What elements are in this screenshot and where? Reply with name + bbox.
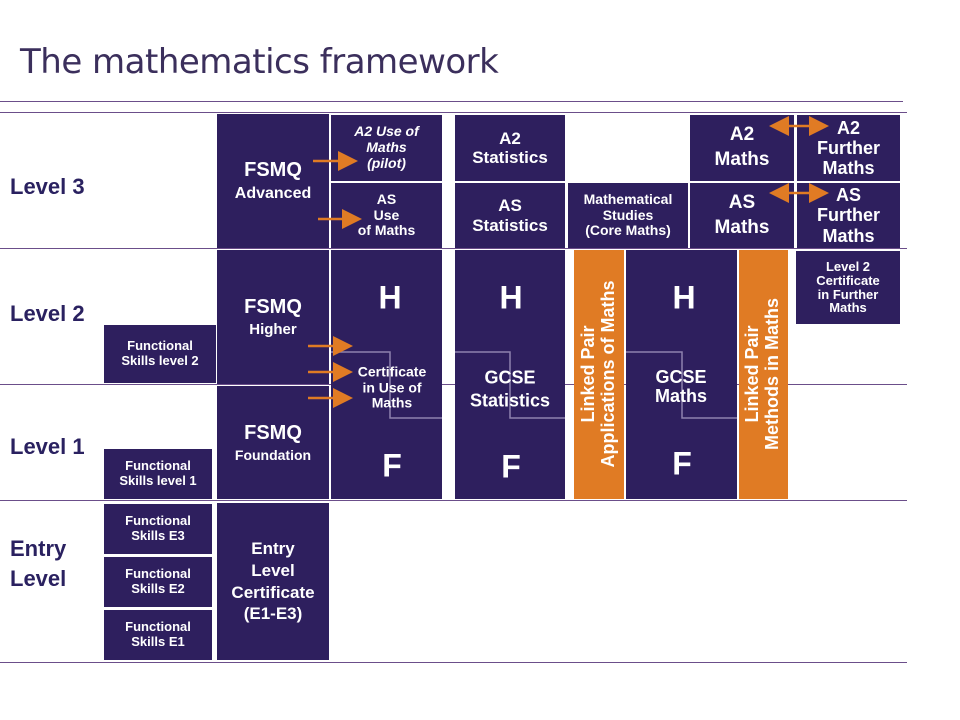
l2-fm-line-1: Level 2 — [825, 259, 871, 275]
entry-cert-line-1: Entry — [251, 539, 295, 558]
l2-fm-line-4: Maths — [829, 300, 867, 316]
linked-pair-methods-in-maths — [739, 250, 788, 499]
functional-skills-level-1: Functional Skills level 1 — [104, 449, 212, 499]
level-3-label: Level 3 — [10, 174, 85, 199]
maths-foundation-letter: F — [672, 445, 692, 482]
progression-arrows — [308, 116, 829, 408]
a2-fm-line-3: Maths — [822, 158, 875, 179]
certificate-use-of-maths-label: Certificate in Use of Maths — [358, 364, 426, 411]
as-uom-line-1: AS — [376, 190, 397, 207]
cert-uom-line-2: in Use of — [362, 379, 422, 396]
functional-l2-line-1: Functional — [127, 338, 193, 354]
core-line-1: Mathematical — [583, 190, 673, 207]
as-stats-line-1: AS — [498, 196, 522, 216]
entry-bottom-rule — [0, 662, 907, 663]
fsmq-advanced-line-1: FSMQ — [244, 158, 302, 181]
fsmq-foundation: FSMQ Foundation — [217, 386, 329, 499]
functional-e3-line-2: Skills E3 — [131, 528, 185, 543]
core-line-3: (Core Maths) — [585, 222, 671, 239]
as-fm-line-1: AS — [835, 185, 861, 206]
as-maths-line-2: Maths — [714, 216, 770, 238]
as-statistics: AS Statistics — [455, 183, 565, 248]
functional-skills-e1: Functional Skills E1 — [104, 610, 212, 660]
a2-fm-line-2: Further — [817, 137, 880, 158]
l2-fm-line-3: in Further — [817, 286, 879, 302]
functional-l2-line-2: Skills level 2 — [121, 353, 199, 368]
gcse-statistics-label: GCSE Statistics — [470, 367, 550, 414]
higher-foundation-step-lines — [331, 351, 737, 419]
gcse-maths-line-2: Maths — [654, 386, 708, 406]
l2-fm-line-2: Certificate — [816, 272, 880, 288]
level-1-label: Level 1 — [10, 434, 85, 459]
as-uom-line-2: Use — [373, 206, 400, 223]
level3-top-rule — [0, 112, 907, 113]
a2-uom-line-2: Maths — [366, 139, 407, 156]
functional-l1-line-2: Skills level 1 — [119, 473, 197, 488]
entry-cert-line-2: Level — [251, 560, 295, 580]
level1-bottom-rule — [0, 500, 907, 501]
functional-e2-line-2: Skills E2 — [131, 581, 185, 596]
linked-pair-applications-of-maths — [574, 250, 624, 499]
mathematical-studies-core-maths: Mathematical Studies (Core Maths) — [568, 183, 688, 248]
entry-cert-line-3: Certificate — [231, 582, 315, 602]
a2-maths-line-2: Maths — [714, 149, 770, 170]
functional-skills-level-2: Functional Skills level 2 — [104, 325, 216, 383]
stats-higher-letter: H — [499, 279, 523, 316]
stats-step-line — [455, 351, 565, 419]
level-2-certificate-further-maths: Level 2 Certificate in Further Maths — [796, 251, 900, 324]
as-uom-line-3: of Maths — [357, 222, 416, 239]
a2-statistics: A2 Statistics — [455, 115, 565, 181]
level-2-label: Level 2 — [10, 301, 85, 326]
gcse-stats-line-1: GCSE — [484, 367, 536, 388]
fsmq-advanced-line-2: Advanced — [234, 185, 312, 203]
fsmq-foundation-line-1: FSMQ — [244, 422, 302, 444]
a2-maths-line-1: A2 — [729, 124, 755, 146]
core-line-2: Studies — [602, 206, 654, 223]
a2-stats-line-2: Statistics — [472, 148, 548, 167]
uom-higher-letter: H — [378, 279, 402, 316]
fsmq-higher: FSMQ Higher — [217, 250, 329, 384]
functional-skills-e2: Functional Skills E2 — [104, 557, 212, 607]
functional-skills-e3: Functional Skills E3 — [104, 504, 212, 554]
functional-e1-line-2: Skills E1 — [131, 634, 185, 649]
fsmq-higher-line-2: Higher — [249, 321, 297, 339]
level2-bottom-rule — [0, 384, 907, 385]
level3-bottom-rule — [0, 248, 907, 249]
uom-foundation-letter: F — [382, 447, 402, 484]
maths-step-line — [626, 351, 737, 419]
fsmq-advanced: FSMQ Advanced — [217, 114, 329, 248]
entry-cert-line-4: (E1-E3) — [243, 604, 303, 624]
gcse-stats-line-2: Statistics — [469, 391, 551, 411]
a2-fm-line-1: A2 — [836, 117, 860, 138]
entry-level-certificate: Entry Level Certificate (E1-E3) — [217, 503, 329, 660]
as-maths-line-1: AS — [728, 191, 756, 213]
page-title: The mathematics framework — [20, 42, 499, 82]
cert-uom-line-1: Certificate — [357, 363, 427, 380]
as-fm-line-2: Further — [817, 205, 880, 226]
functional-l1-line-1: Functional — [125, 458, 191, 474]
maths-higher-letter: H — [672, 279, 696, 316]
functional-e2-line-1: Functional — [125, 566, 191, 582]
fsmq-higher-line-1: FSMQ — [244, 296, 302, 318]
entry-level-label: Entry Level — [10, 534, 66, 594]
a2-stats-line-1: A2 — [499, 128, 521, 148]
uom-step-line — [331, 351, 442, 419]
fsmq-foundation-line-2: Foundation — [234, 447, 312, 464]
functional-e1-line-1: Functional — [125, 619, 191, 635]
entry-level-line-2: Level — [10, 566, 67, 591]
entry-level-line-1: Entry — [10, 536, 67, 561]
stats-foundation-letter: F — [501, 448, 521, 485]
functional-e3-line-1: Functional — [125, 513, 191, 529]
as-fm-line-3: Maths — [822, 225, 875, 246]
gcse-maths-label: GCSE Maths — [655, 368, 707, 406]
a2-uom-line-1: A2 Use of — [354, 123, 419, 140]
gcse-maths-line-1: GCSE — [655, 367, 707, 388]
cert-uom-line-3: Maths — [371, 394, 413, 411]
title-rule — [0, 101, 903, 102]
as-stats-line-2: Statistics — [472, 215, 548, 235]
a2-uom-line-3: (pilot) — [367, 154, 406, 171]
